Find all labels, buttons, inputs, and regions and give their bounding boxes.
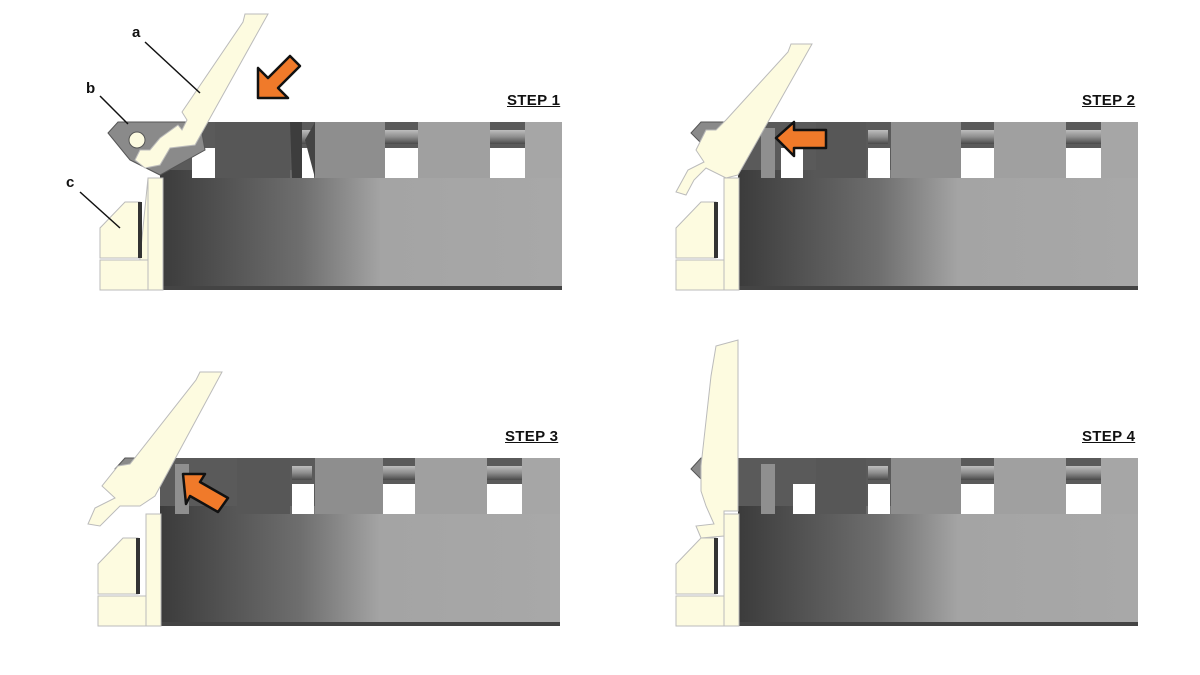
step-2-label: STEP 2 — [1082, 92, 1136, 109]
rail — [160, 458, 560, 626]
clamp-c — [723, 513, 740, 627]
rail — [738, 122, 1138, 290]
orange-arrow-up-left — [181, 472, 230, 514]
callout-b: b — [86, 80, 96, 97]
step-4-panel: STEP 4 — [576, 336, 1156, 656]
step-1-label: STEP 1 — [507, 92, 561, 109]
lever-a — [675, 43, 813, 196]
lever-a — [134, 13, 269, 169]
rail — [160, 122, 562, 290]
orange-arrow-down-left — [256, 54, 302, 100]
clamp-c — [145, 513, 162, 627]
step-2-panel: STEP 2 — [576, 0, 1156, 320]
callout-c: c — [66, 174, 75, 191]
step-2-illustration — [675, 43, 1138, 291]
step-3-label: STEP 3 — [505, 428, 559, 445]
clamp-c — [723, 177, 740, 291]
step-1-illustration — [79, 13, 562, 291]
rail — [738, 458, 1138, 626]
callout-a: a — [132, 24, 141, 41]
step-1-panel: a b c STEP 1 — [0, 0, 580, 320]
step-4-label: STEP 4 — [1082, 428, 1136, 445]
step-3-illustration — [87, 371, 560, 627]
step-4-illustration — [675, 339, 1138, 627]
lever-a — [87, 371, 223, 527]
lever-a — [695, 339, 739, 539]
orange-arrow-left — [774, 120, 828, 158]
step-3-panel: STEP 3 — [0, 336, 580, 656]
